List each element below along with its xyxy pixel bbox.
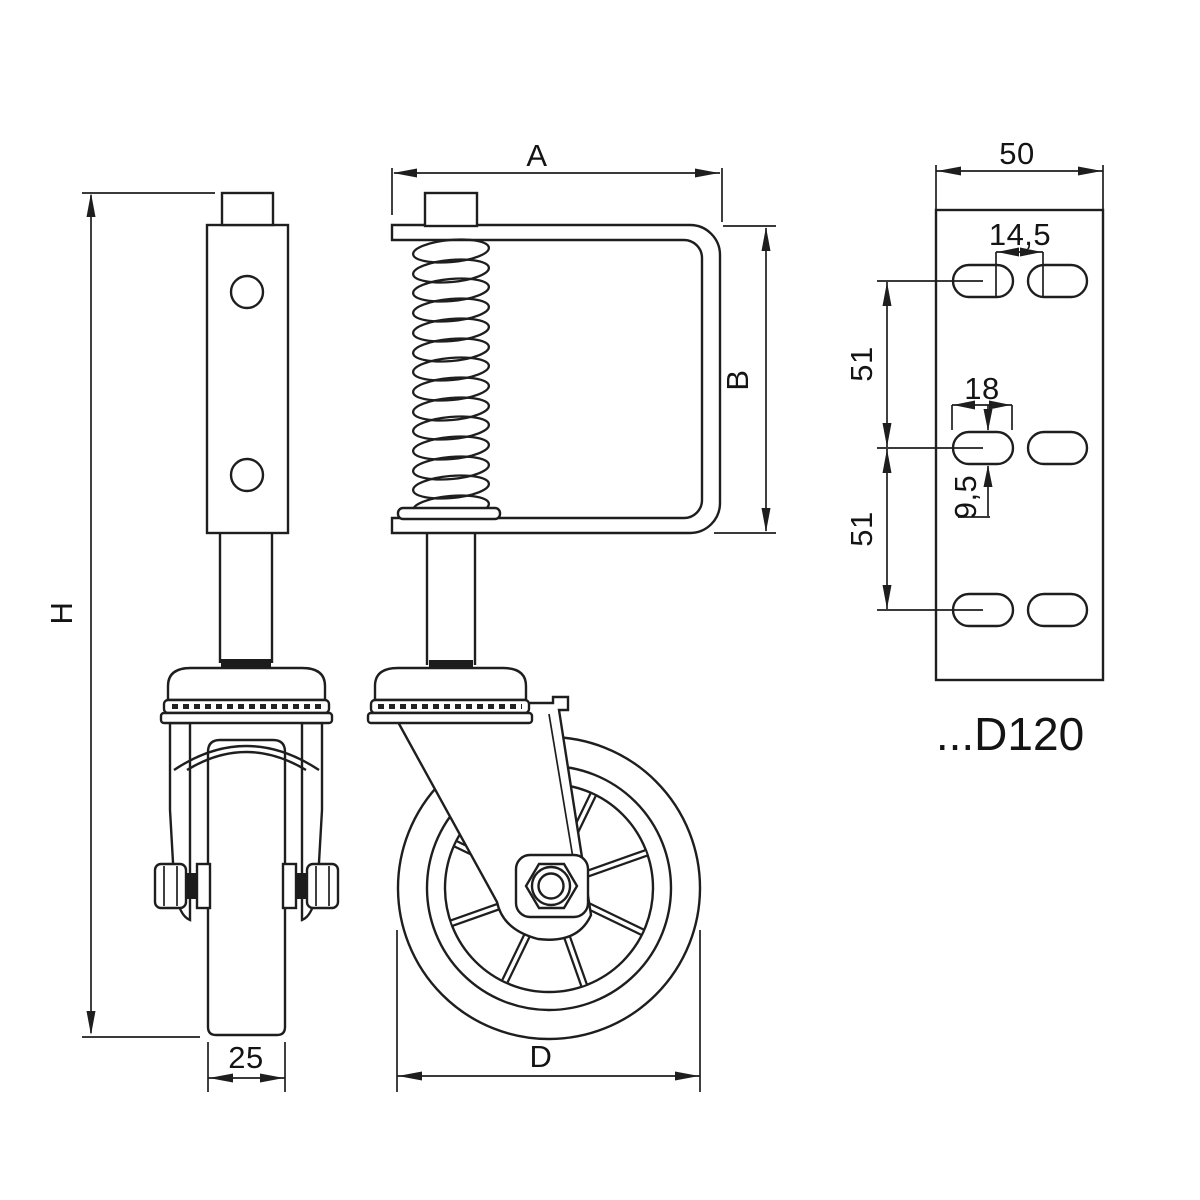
rod-collar: [221, 659, 271, 667]
rod-top-cap: [423, 191, 479, 228]
dim-51-lower: 51: [844, 449, 983, 611]
swivel-dome: [166, 666, 327, 702]
axle-circle-outer: [530, 865, 572, 907]
dimensions: H 25 A B: [44, 136, 1104, 1092]
axle-circle-inner: [537, 872, 565, 900]
axle-washer-left: [195, 862, 212, 910]
dim-A: A: [391, 138, 723, 222]
axle-spacer-right: [296, 873, 307, 899]
dim-label-A: A: [526, 138, 547, 173]
spring-coil: [411, 238, 491, 520]
axle-hex-nut: [524, 862, 579, 910]
hex-nut-right-side: [305, 862, 340, 910]
dim-label-9-5: 9,5: [948, 475, 983, 520]
slot-row3-right: [1026, 592, 1089, 628]
side-view: [153, 191, 340, 1037]
spring-bracket: [390, 223, 722, 535]
rod-collar: [429, 660, 473, 668]
dim-label-H: H: [44, 602, 79, 625]
dim-B: B: [714, 225, 776, 534]
fork-crown-outer: [173, 744, 320, 772]
fork-crown-inner: [186, 750, 307, 772]
dim-label-51-upper: 51: [844, 346, 879, 381]
dim-14-5: 14,5: [989, 217, 1051, 297]
swivel-dome: [373, 666, 528, 702]
dim-label-50: 50: [999, 136, 1034, 171]
slot-row1-right: [1026, 263, 1089, 299]
housing-hole-upper: [229, 274, 265, 310]
slot-row2-right: [1026, 430, 1089, 466]
dim-label-D: D: [530, 1039, 553, 1074]
axle-washer-right: [281, 862, 298, 910]
hex-nut-left-side: [153, 862, 188, 910]
housing-hole-lower: [229, 457, 265, 493]
dim-50: 50: [935, 136, 1104, 212]
wheel-side-profile: [206, 738, 287, 1037]
dim-25: 25: [207, 1040, 286, 1092]
dim-label-51-lower: 51: [844, 511, 879, 546]
front-view: [366, 191, 722, 1041]
dim-label-18: 18: [964, 371, 999, 406]
dim-label-B: B: [720, 369, 755, 390]
dim-51-upper: 51: [844, 280, 983, 449]
dim-label-14-5: 14,5: [989, 217, 1051, 252]
housing-top-cap: [220, 191, 275, 227]
spring-seat: [396, 506, 502, 521]
fork-top-plate-side: [159, 711, 334, 725]
axle-spacer-left: [186, 873, 197, 899]
dim-9-5: 9,5: [948, 405, 993, 519]
dim-D: D: [396, 930, 701, 1092]
mounting-plate-view: [934, 208, 1105, 682]
fork-top-plate-front: [366, 711, 534, 725]
model-label: ...D120: [936, 708, 1084, 760]
dim-label-25: 25: [228, 1040, 263, 1075]
dim-18: 18: [951, 371, 1013, 430]
dim-H: H: [44, 192, 215, 1038]
